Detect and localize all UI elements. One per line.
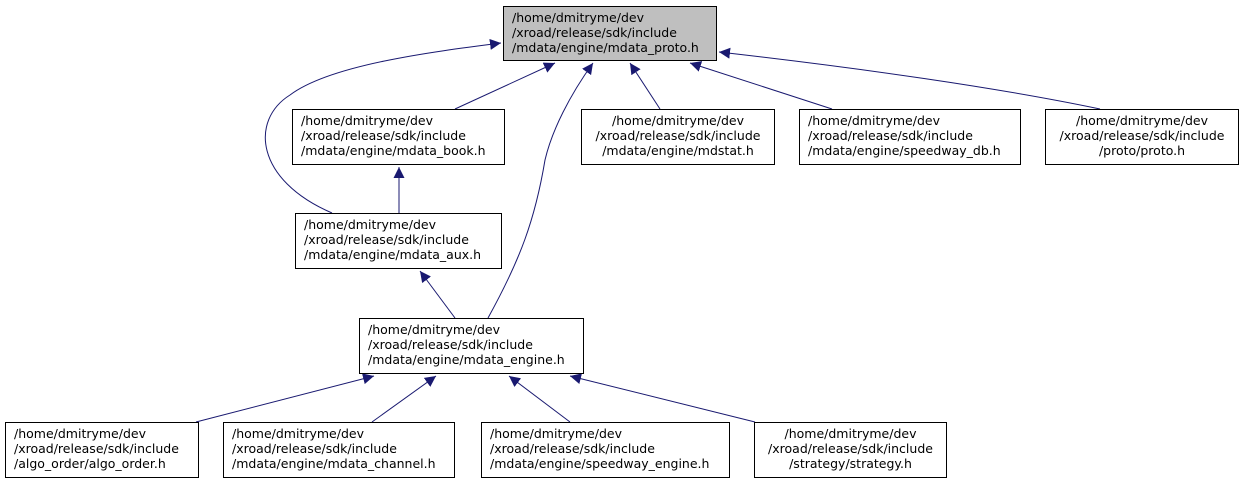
node-proto-h[interactable]: /home/dmitryme/dev /xroad/release/sdk/in… [1045,109,1239,165]
node-path-line: /xroad/release/sdk/include [808,128,973,143]
node-path-line: /mdata/engine/speedway_engine.h [490,456,710,471]
node-mdata-proto[interactable]: /home/dmitryme/dev /xroad/release/sdk/in… [503,6,717,61]
edge-book-to-proto [454,62,556,110]
node-algo-order[interactable]: /home/dmitryme/dev /xroad/release/sdk/in… [5,422,199,478]
node-path-line: /home/dmitryme/dev [512,10,644,25]
node-path-line: /algo_order/algo_order.h [14,456,166,471]
node-path-line: /home/dmitryme/dev [808,113,940,128]
node-path-line: /proto/proto.h [1098,143,1186,158]
node-path-line: /home/dmitryme/dev [490,426,622,441]
edge-proto_h-to-proto [718,47,1101,110]
edge-algo_order-to-engine [195,373,375,423]
node-speedway-db[interactable]: /home/dmitryme/dev /xroad/release/sdk/in… [799,109,1021,165]
node-path-line: /xroad/release/sdk/include [768,441,933,456]
node-path-line: /home/dmitryme/dev [14,426,146,441]
edge-engine-to-proto [487,62,594,319]
node-path-line: /xroad/release/sdk/include [490,441,655,456]
node-path-line: /xroad/release/sdk/include [232,441,397,456]
node-mdata-book[interactable]: /home/dmitryme/dev /xroad/release/sdk/in… [292,109,505,165]
node-mdata-engine[interactable]: /home/dmitryme/dev /xroad/release/sdk/in… [359,318,584,374]
node-path-line: /xroad/release/sdk/include [368,337,533,352]
edge-speedway_engine-to-engine [508,375,571,423]
node-path-line: /mdata/engine/mdata_engine.h [368,352,565,367]
node-path-line: /mdata/engine/mdata_book.h [301,143,486,158]
edge-mdstat-to-proto [629,62,661,110]
node-path-line: /xroad/release/sdk/include [1059,128,1225,143]
node-path-line: /strategy/strategy.h [789,456,912,471]
node-path-line: /mdata/engine/speedway_db.h [808,143,1001,158]
node-path-line: /xroad/release/sdk/include [14,441,179,456]
node-path-line: /xroad/release/sdk/include [304,232,469,247]
node-path-line: /mdata/engine/mdata_aux.h [304,247,482,262]
edge-channel-to-engine [371,375,437,423]
node-mdata-channel[interactable]: /home/dmitryme/dev /xroad/release/sdk/in… [223,422,455,478]
node-path-line: /home/dmitryme/dev [368,322,500,337]
node-path-line: /home/dmitryme/dev [301,113,433,128]
node-path-line: /home/dmitryme/dev [1076,113,1208,128]
node-speedway-engine[interactable]: /home/dmitryme/dev /xroad/release/sdk/in… [481,422,730,478]
node-path-line: /mdata/engine/mdata_proto.h [512,40,699,55]
node-path-line: /mdata/engine/mdata_channel.h [232,456,436,471]
edge-engine-to-aux [419,270,456,319]
node-path-line: /mdata/engine/mdstat.h [602,143,754,158]
node-path-line: /home/dmitryme/dev [612,113,744,128]
edges [195,38,1101,423]
edge-aux-to-proto [264,38,502,214]
node-mdstat[interactable]: /home/dmitryme/dev /xroad/release/sdk/in… [581,109,775,165]
edge-speedway_db-to-proto [689,61,833,110]
node-mdata-aux[interactable]: /home/dmitryme/dev /xroad/release/sdk/in… [295,213,502,269]
node-path-line: /xroad/release/sdk/include [301,128,466,143]
edge-strategy-to-engine [569,373,756,423]
node-path-line: /home/dmitryme/dev [304,217,436,232]
node-path-line: /home/dmitryme/dev [232,426,364,441]
node-path-line: /xroad/release/sdk/include [595,128,761,143]
node-strategy[interactable]: /home/dmitryme/dev /xroad/release/sdk/in… [754,422,947,478]
node-path-line: /xroad/release/sdk/include [512,25,677,40]
node-path-line: /home/dmitryme/dev [784,426,917,441]
